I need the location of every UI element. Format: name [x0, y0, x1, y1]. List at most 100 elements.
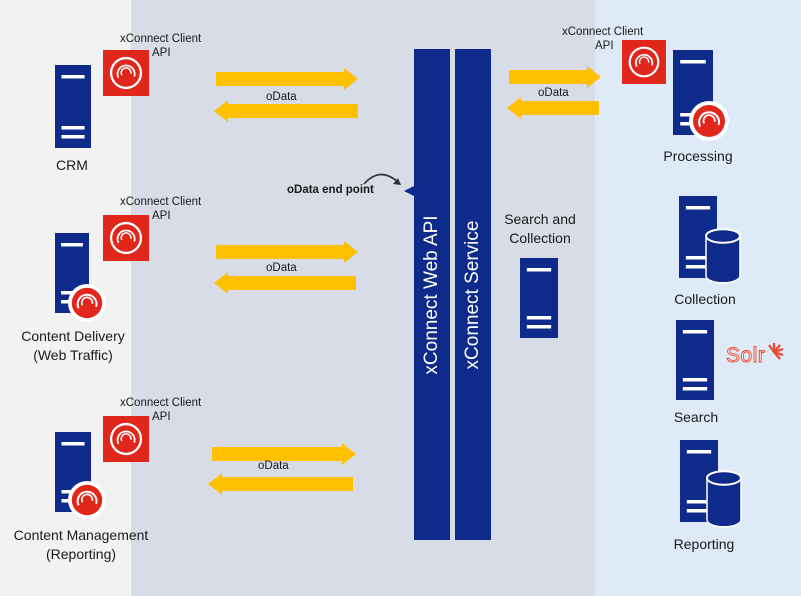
cm-odata-label: oData	[258, 460, 289, 472]
search-collection-line1: Search and	[504, 211, 576, 227]
sitecore-swirl	[120, 67, 132, 76]
web-api-bar	[414, 49, 450, 540]
server-slot-bottom	[685, 265, 711, 269]
sitecore-disc	[112, 224, 140, 252]
processing-client-api-label: xConnect Client API	[562, 25, 643, 53]
database-top	[705, 228, 741, 244]
crm-server-icon	[55, 65, 91, 148]
database-top	[706, 470, 742, 486]
sitecore-swirl	[116, 64, 136, 79]
processing-sitecore-icon	[689, 101, 729, 141]
client-api-line2: API	[152, 47, 171, 59]
client-api-line1: xConnect Client	[120, 397, 202, 409]
cd-client-api-label: xConnect Client API	[120, 195, 201, 223]
cd-client-api-icon	[103, 215, 149, 261]
sitecore-disc	[71, 484, 103, 516]
sitecore-swirl	[120, 433, 132, 442]
content-management-label: Content Management (Reporting)	[0, 526, 162, 564]
sitecore-swirl	[116, 430, 136, 445]
cm-response-arrow	[208, 473, 353, 495]
collection-label: Collection	[674, 291, 736, 307]
server-slot-bottom	[686, 500, 712, 504]
server-slot-bottom	[526, 325, 552, 329]
client-api-line2: API	[595, 40, 614, 52]
endpoint-pointer-arrow	[363, 173, 399, 185]
search-collection-label: Search and Collection	[497, 210, 583, 248]
sitecore-disc	[693, 105, 725, 137]
crm-request-arrow	[216, 68, 358, 90]
search-collection-server-icon	[520, 258, 558, 338]
client-api-line1: xConnect Client	[120, 196, 202, 208]
sitecore-icon	[71, 484, 103, 516]
server-slot-bottom	[682, 387, 708, 391]
server-slot-top	[61, 243, 83, 247]
server-slot-bottom	[685, 256, 711, 260]
sitecore-swirl	[116, 229, 136, 244]
collection-database-icon	[705, 228, 741, 284]
server-slot-bottom	[682, 378, 708, 382]
server-slot-top	[685, 206, 711, 210]
sitecore-icon	[693, 105, 725, 137]
client-api-line2: API	[152, 210, 171, 222]
sitecore-disc	[112, 425, 140, 453]
server-slot-bottom	[526, 316, 552, 320]
sitecore-icon	[112, 224, 140, 252]
content-delivery-line1: Content Delivery	[21, 328, 125, 344]
cm-client-api-icon	[103, 416, 149, 462]
reporting-label: Reporting	[673, 536, 735, 552]
sitecore-icon	[630, 48, 658, 76]
processing-response-arrow	[507, 97, 599, 119]
server-slot-top	[526, 268, 552, 272]
content-management-line2: (Reporting)	[45, 546, 117, 562]
search-label: Search	[673, 409, 719, 425]
server-body	[55, 65, 91, 148]
sitecore-swirl	[698, 111, 721, 128]
sitecore-swirl	[702, 114, 716, 124]
content-delivery-line2: (Web Traffic)	[33, 347, 113, 363]
cd-odata-label: oData	[266, 262, 297, 274]
crm-label: CRM	[20, 156, 124, 175]
cd-response-arrow	[214, 272, 356, 294]
crm-client-api-label: xConnect Client API	[120, 32, 201, 60]
content-management-line1: Content Management	[13, 527, 149, 543]
service-label: xConnect Service	[462, 220, 483, 370]
crm-client-api-icon	[103, 50, 149, 96]
sitecore-disc	[112, 59, 140, 87]
sitecore-swirl	[81, 296, 94, 306]
cm-request-arrow	[212, 443, 356, 465]
cd-request-arrow	[216, 241, 358, 263]
content-delivery-label: Content Delivery (Web Traffic)	[0, 327, 146, 365]
search-server-icon	[676, 320, 714, 400]
cm-client-api-label: xConnect Client API	[120, 396, 201, 424]
server-slot-bottom	[61, 135, 85, 139]
service-bar	[455, 49, 491, 540]
server-slot-top	[680, 60, 706, 64]
reporting-database-icon	[706, 470, 742, 528]
client-api-line1: xConnect Client	[120, 33, 202, 45]
middle-panel	[131, 0, 595, 596]
server-slot-top	[61, 442, 85, 446]
sitecore-icon	[112, 59, 140, 87]
processing-client-api-icon	[622, 40, 666, 84]
database-body	[705, 235, 741, 284]
server-slot-top	[682, 330, 708, 334]
crm-response-arrow	[214, 100, 358, 122]
sitecore-disc	[630, 48, 658, 76]
processing-odata-label: oData	[538, 87, 569, 99]
cm-sitecore-icon	[68, 481, 106, 519]
processing-label: Processing	[663, 148, 733, 164]
sitecore-swirl	[81, 493, 94, 503]
sitecore-swirl	[120, 232, 132, 241]
sitecore-icon	[71, 287, 103, 319]
search-collection-line2: Collection	[509, 230, 571, 246]
client-api-line2: API	[152, 411, 171, 423]
endpoint-notch	[404, 186, 414, 196]
sitecore-swirl	[76, 490, 98, 506]
database-body	[706, 477, 742, 528]
crm-odata-label: oData	[266, 91, 297, 103]
server-slot-bottom	[61, 126, 85, 130]
solr-logo: Solr	[726, 344, 766, 368]
client-api-line1: xConnect Client	[562, 26, 644, 38]
